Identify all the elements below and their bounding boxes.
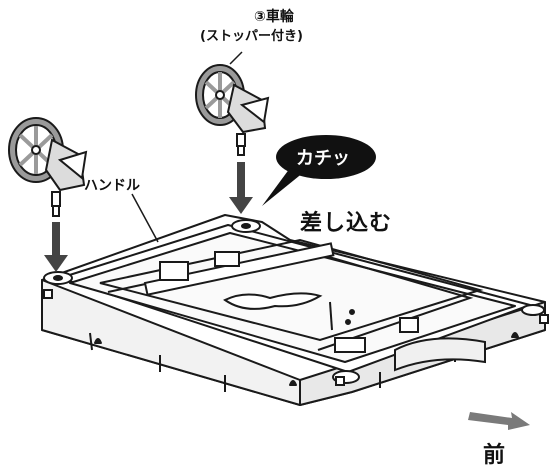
front-direction-label: 前: [483, 443, 506, 468]
cart-base: [41, 214, 546, 406]
caster-label-subtitle: (ストッパー付き): [200, 29, 303, 44]
down-arrow-right: [229, 162, 253, 214]
caster-label-title: ③車輪: [254, 9, 294, 25]
click-sound-label: カチッ: [296, 148, 350, 169]
handle-label: ハンドル: [84, 178, 140, 194]
caster-wheel-right: [195, 64, 270, 156]
click-speech-bubble: [262, 135, 376, 206]
handle-frame: [99, 238, 486, 372]
front-arrow: [468, 412, 530, 430]
caster-leader-line: [229, 51, 243, 65]
handle-leader-line: [131, 193, 159, 243]
insert-instruction: 差し込む: [300, 211, 393, 236]
corner-sockets: [43, 219, 549, 386]
down-arrow-left: [44, 222, 68, 272]
caster-wheel-left: [8, 117, 88, 217]
